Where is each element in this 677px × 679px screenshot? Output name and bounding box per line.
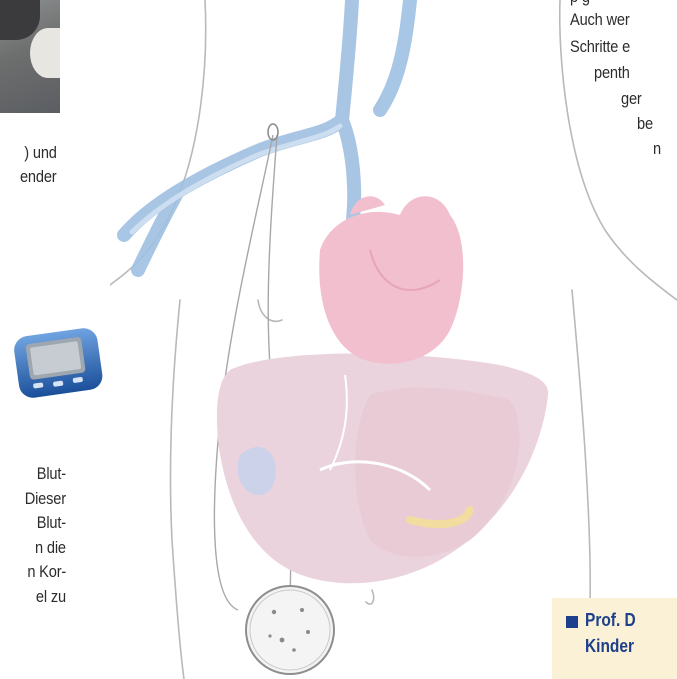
photo-shadow [0,0,40,40]
bullet-square-icon [566,616,578,628]
anatomy-illustration [110,0,677,679]
photo-collar [30,28,60,78]
body-line-2: Dieser [25,488,66,510]
caption-line-2: ender [19,166,56,188]
author-line-2: Kinder [585,636,634,657]
right-line-2: Auch wer [570,9,630,31]
right-line-6: be [637,113,653,135]
author-info-box: Prof. D Kinder [552,598,677,679]
body-line-5: n Kor- [27,561,66,583]
body-line-3: Blut- [37,512,66,534]
right-line-5: ger [621,88,642,110]
right-line-3: Schritte e [570,36,630,58]
right-line-1: p g [570,0,590,8]
body-line-6: el zu [36,586,66,608]
author-line-1: Prof. D [585,610,636,631]
glucose-meter-image [12,320,104,402]
body-line-1: Blut- [37,463,66,485]
caption-line-1: ) und [25,142,57,164]
right-line-7: n [653,138,661,160]
right-line-4: penth [594,62,630,84]
body-line-4: n die [35,537,66,559]
portrait-photo [0,0,60,113]
